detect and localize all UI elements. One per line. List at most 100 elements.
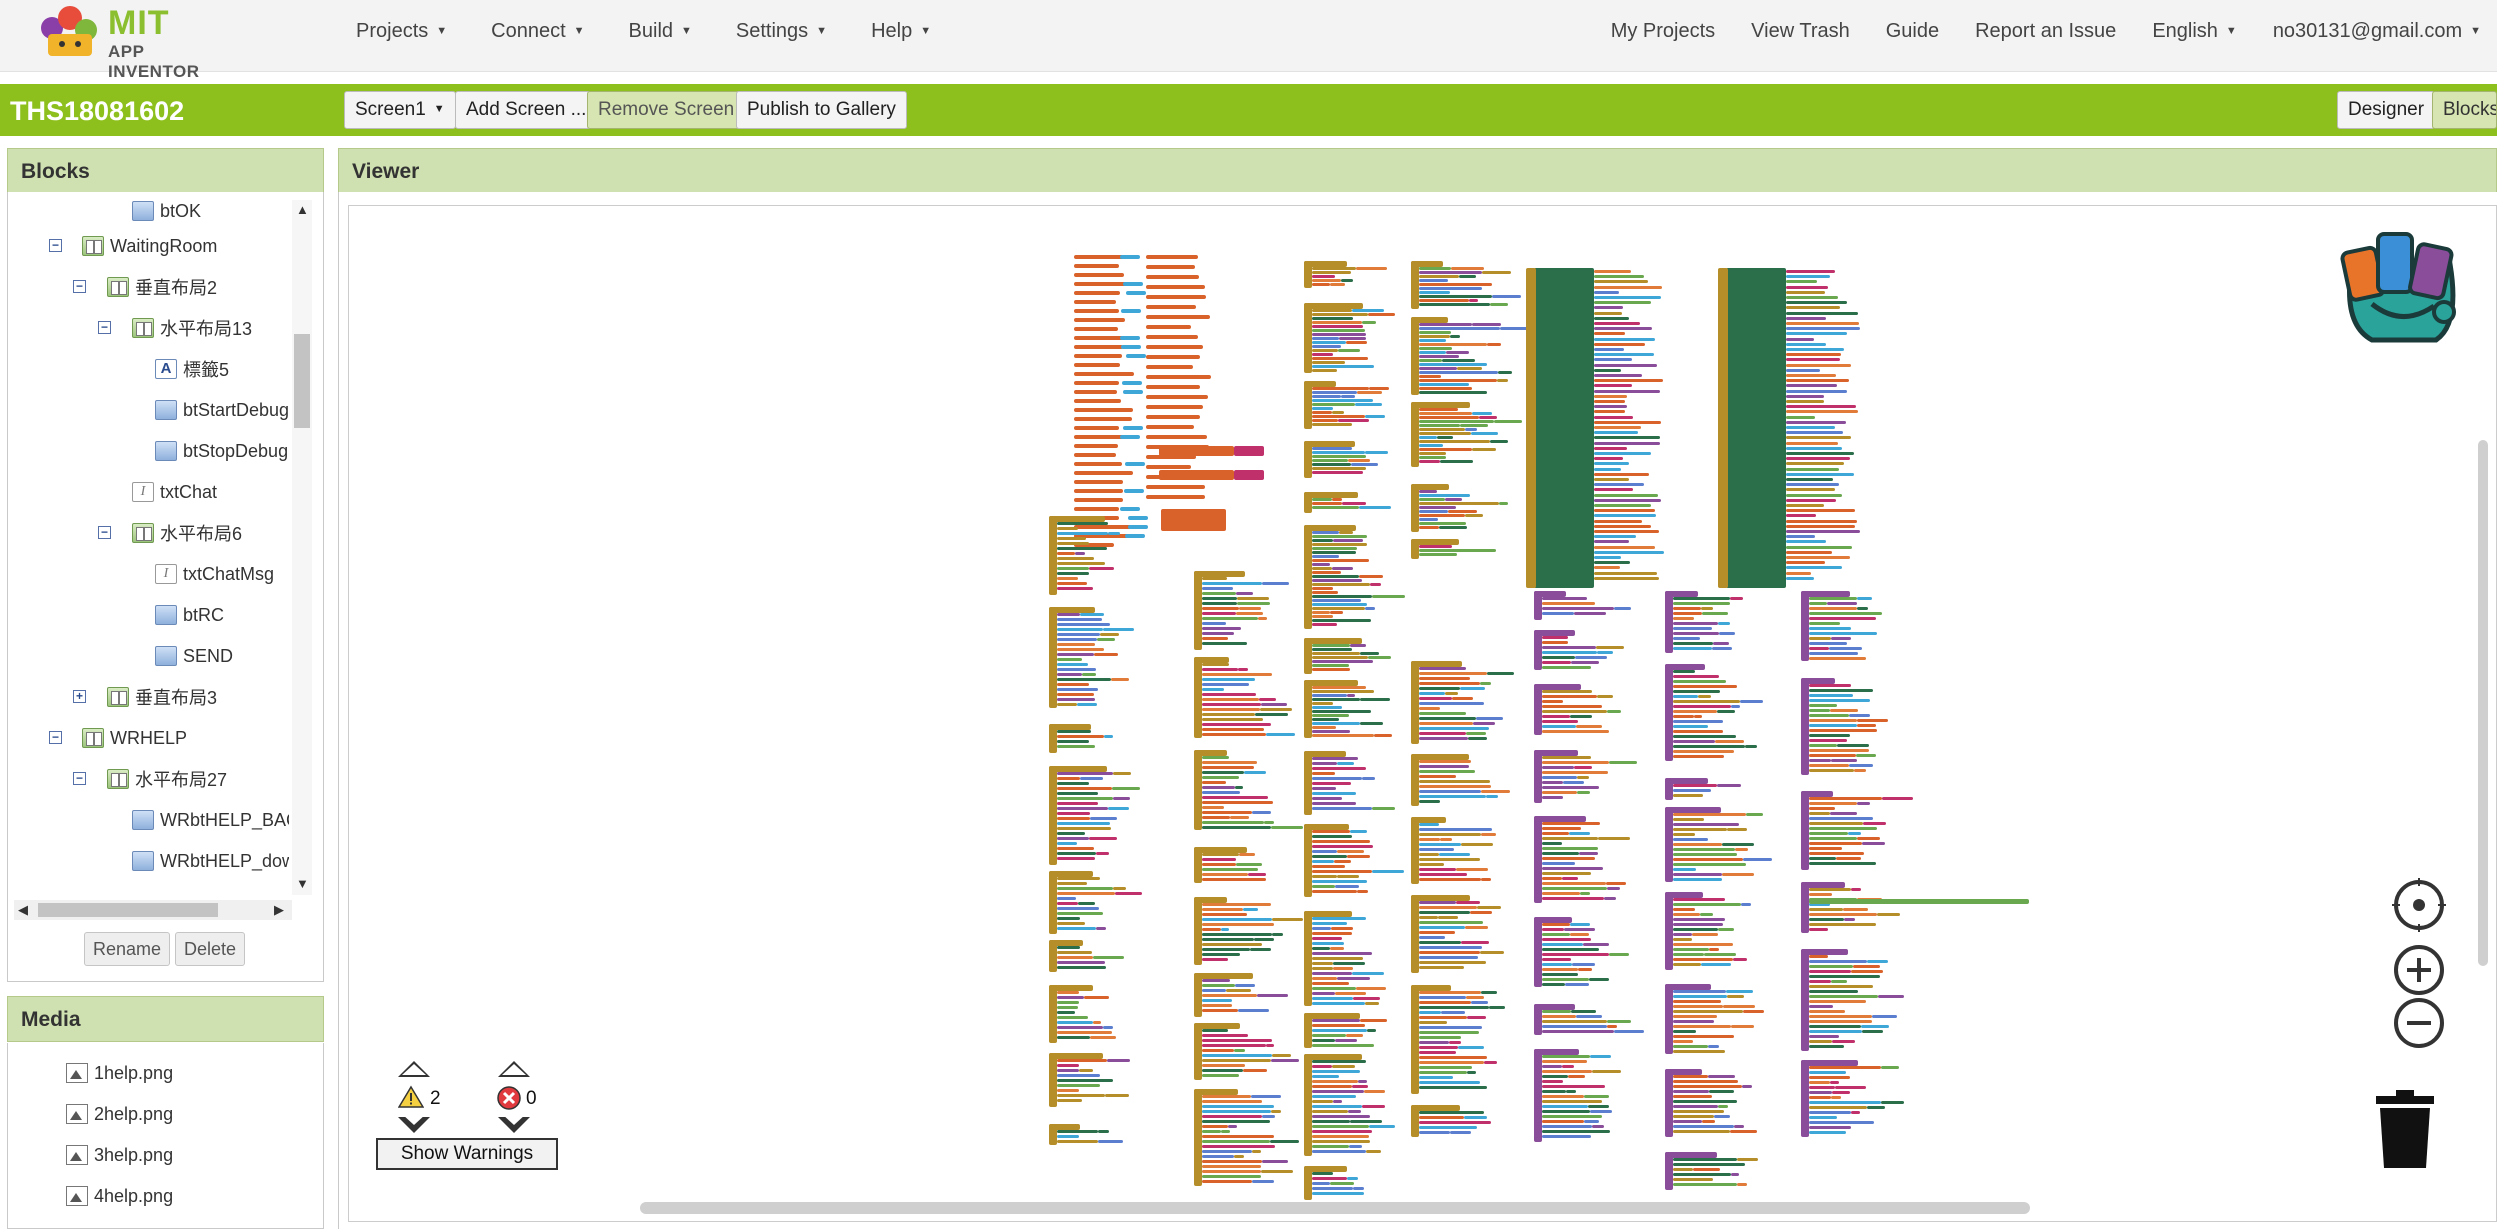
code-block[interactable] — [1074, 336, 1133, 340]
code-block[interactable] — [1542, 705, 1603, 708]
code-block[interactable] — [1202, 913, 1247, 916]
code-block[interactable] — [1542, 837, 1598, 840]
code-block[interactable] — [1862, 842, 1886, 845]
code-block[interactable] — [1786, 556, 1851, 559]
code-block[interactable] — [1312, 399, 1373, 402]
code-block[interactable] — [1542, 646, 1596, 649]
code-block[interactable] — [1419, 966, 1465, 969]
code-block[interactable] — [1419, 323, 1473, 326]
code-block[interactable] — [1411, 317, 1419, 395]
code-block[interactable] — [1049, 940, 1084, 946]
code-block[interactable] — [1111, 678, 1130, 681]
code-block[interactable] — [1312, 1039, 1336, 1042]
code-block[interactable] — [1851, 1111, 1860, 1114]
code-block[interactable] — [1542, 1095, 1584, 1098]
code-block[interactable] — [1878, 995, 1905, 998]
code-block[interactable] — [1123, 426, 1144, 430]
code-block[interactable] — [1359, 506, 1391, 509]
code-block[interactable] — [1411, 817, 1447, 823]
code-block[interactable] — [1312, 714, 1349, 717]
code-block[interactable] — [1312, 1135, 1369, 1138]
code-block[interactable] — [1809, 1040, 1833, 1043]
code-block[interactable] — [1202, 1029, 1229, 1032]
code-block[interactable] — [1857, 597, 1872, 600]
code-block[interactable] — [1080, 777, 1104, 780]
code-block[interactable] — [1722, 1005, 1755, 1008]
code-block[interactable] — [1312, 447, 1352, 450]
code-block[interactable] — [1594, 290, 1620, 294]
code-block[interactable] — [1347, 694, 1356, 697]
code-block[interactable] — [1594, 524, 1651, 528]
code-block[interactable] — [1542, 791, 1577, 794]
code-block[interactable] — [1542, 1010, 1571, 1013]
code-block[interactable] — [1542, 872, 1591, 875]
code-block[interactable] — [1337, 349, 1361, 352]
code-block[interactable] — [1542, 1100, 1603, 1103]
code-block[interactable] — [1372, 807, 1395, 810]
code-block[interactable] — [1473, 722, 1495, 725]
code-block[interactable] — [1202, 1059, 1271, 1062]
code-block[interactable] — [1542, 983, 1565, 986]
code-block[interactable] — [1786, 368, 1821, 372]
code-block[interactable] — [1673, 1085, 1743, 1088]
code-block[interactable] — [1057, 532, 1109, 535]
code-block[interactable] — [1057, 1094, 1105, 1097]
code-block[interactable] — [1075, 552, 1086, 555]
code-block[interactable] — [1673, 938, 1693, 941]
code-block[interactable] — [1836, 744, 1869, 747]
code-block[interactable] — [1312, 987, 1356, 990]
code-block[interactable] — [1123, 489, 1144, 493]
code-block[interactable] — [1074, 381, 1119, 385]
code-block[interactable] — [1673, 1183, 1738, 1186]
code-block[interactable] — [1236, 863, 1263, 866]
code-block[interactable] — [1304, 680, 1358, 686]
code-block[interactable] — [1057, 787, 1112, 790]
link-my-projects[interactable]: My Projects — [1610, 20, 1716, 42]
code-block[interactable] — [1419, 1006, 1490, 1009]
code-block[interactable] — [1312, 962, 1333, 965]
code-block[interactable] — [1809, 797, 1882, 800]
code-block[interactable] — [1304, 751, 1312, 815]
code-block[interactable] — [1093, 653, 1119, 656]
code-block[interactable] — [1312, 547, 1357, 550]
code-block[interactable] — [1366, 1150, 1381, 1153]
code-block[interactable] — [1881, 797, 1914, 800]
code-block[interactable] — [1542, 857, 1595, 860]
code-block[interactable] — [1194, 1023, 1241, 1029]
code-block[interactable] — [1477, 906, 1501, 909]
code-block[interactable] — [1594, 431, 1638, 435]
code-block[interactable] — [1717, 1105, 1728, 1108]
menu-help[interactable]: Help▼ — [871, 20, 931, 43]
code-block[interactable] — [1876, 913, 1901, 916]
code-block[interactable] — [1722, 843, 1754, 846]
code-block[interactable] — [1419, 667, 1467, 670]
code-block[interactable] — [1562, 781, 1584, 784]
code-block[interactable] — [1122, 381, 1143, 385]
code-block[interactable] — [1419, 1016, 1468, 1019]
code-block[interactable] — [1733, 958, 1747, 961]
code-block[interactable] — [1809, 1116, 1838, 1119]
code-block[interactable] — [1057, 577, 1079, 580]
code-block[interactable] — [1542, 720, 1579, 723]
code-block[interactable] — [1534, 630, 1575, 636]
code-block[interactable] — [1809, 1045, 1845, 1048]
code-block[interactable] — [1312, 1172, 1334, 1175]
code-block[interactable] — [1202, 688, 1224, 691]
code-block[interactable] — [1542, 1130, 1610, 1133]
code-block[interactable] — [1673, 730, 1723, 733]
tree-item[interactable]: 水平布局6 — [132, 518, 242, 548]
code-block[interactable] — [1729, 597, 1744, 600]
code-block[interactable] — [1614, 1030, 1645, 1033]
code-block[interactable] — [1194, 750, 1227, 756]
code-block[interactable] — [1057, 927, 1097, 930]
code-block[interactable] — [1534, 816, 1587, 822]
code-block[interactable] — [1057, 832, 1085, 835]
code-block[interactable] — [1312, 267, 1357, 270]
code-block[interactable] — [1330, 947, 1345, 950]
code-block[interactable] — [1673, 1020, 1714, 1023]
code-block[interactable] — [1809, 1091, 1832, 1094]
code-block[interactable] — [1597, 651, 1613, 654]
code-block[interactable] — [1312, 535, 1367, 538]
code-block[interactable] — [1450, 335, 1460, 338]
code-block[interactable] — [1057, 907, 1099, 910]
